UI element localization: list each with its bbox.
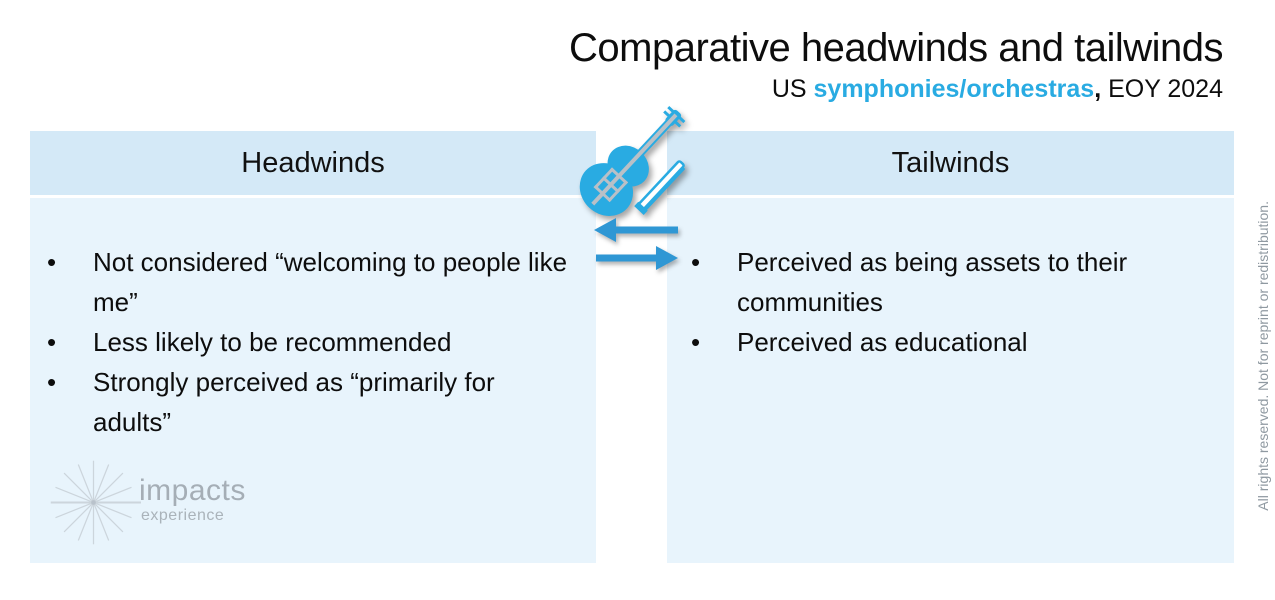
bullet-item: Not considered “welcoming to people like… [45, 242, 578, 322]
tailwinds-header: Tailwinds [667, 131, 1234, 195]
bullet-item: Perceived as educational [689, 322, 1216, 362]
violin-icon [574, 88, 704, 228]
page-subtitle: US symphonies/orchestras, EOY 2024 [569, 75, 1223, 104]
bullet-item: Less likely to be recommended [45, 322, 578, 362]
tailwinds-body: Perceived as being assets to their commu… [667, 198, 1234, 563]
headwinds-panel: Headwinds Not considered “welcoming to p… [30, 131, 596, 563]
title-block: Comparative headwinds and tailwinds US s… [569, 26, 1223, 104]
bullet-item: Perceived as being assets to their commu… [689, 242, 1216, 322]
headwinds-header: Headwinds [30, 131, 596, 195]
copyright-notice: All rights reserved. Not for reprint or … [1255, 158, 1271, 554]
headwinds-bullet-list: Not considered “welcoming to people like… [45, 242, 578, 442]
headwinds-body: Not considered “welcoming to people like… [30, 198, 596, 563]
starburst-icon [50, 460, 141, 545]
logo-tagline: experience [141, 507, 225, 524]
logo-name: impacts [139, 474, 246, 507]
tailwinds-bullet-list: Perceived as being assets to their commu… [689, 242, 1216, 362]
bullet-item: Strongly perceived as “primarily for adu… [45, 362, 578, 442]
subtitle-prefix: US [771, 75, 814, 103]
subtitle-suffix: EOY 2024 [1101, 75, 1223, 103]
logo-text: impacts experience [139, 476, 246, 525]
subtitle-comma: , [1094, 75, 1102, 103]
tailwinds-panel: Tailwinds Perceived as being assets to t… [667, 131, 1234, 563]
exchange-arrows-icon [590, 214, 682, 274]
copyright-text: All rights reserved. Not for reprint or … [1255, 201, 1271, 511]
page-title: Comparative headwinds and tailwinds [569, 26, 1223, 70]
subtitle-highlight: symphonies/orchestras [813, 75, 1095, 103]
impacts-logo: impacts experience [46, 455, 246, 550]
